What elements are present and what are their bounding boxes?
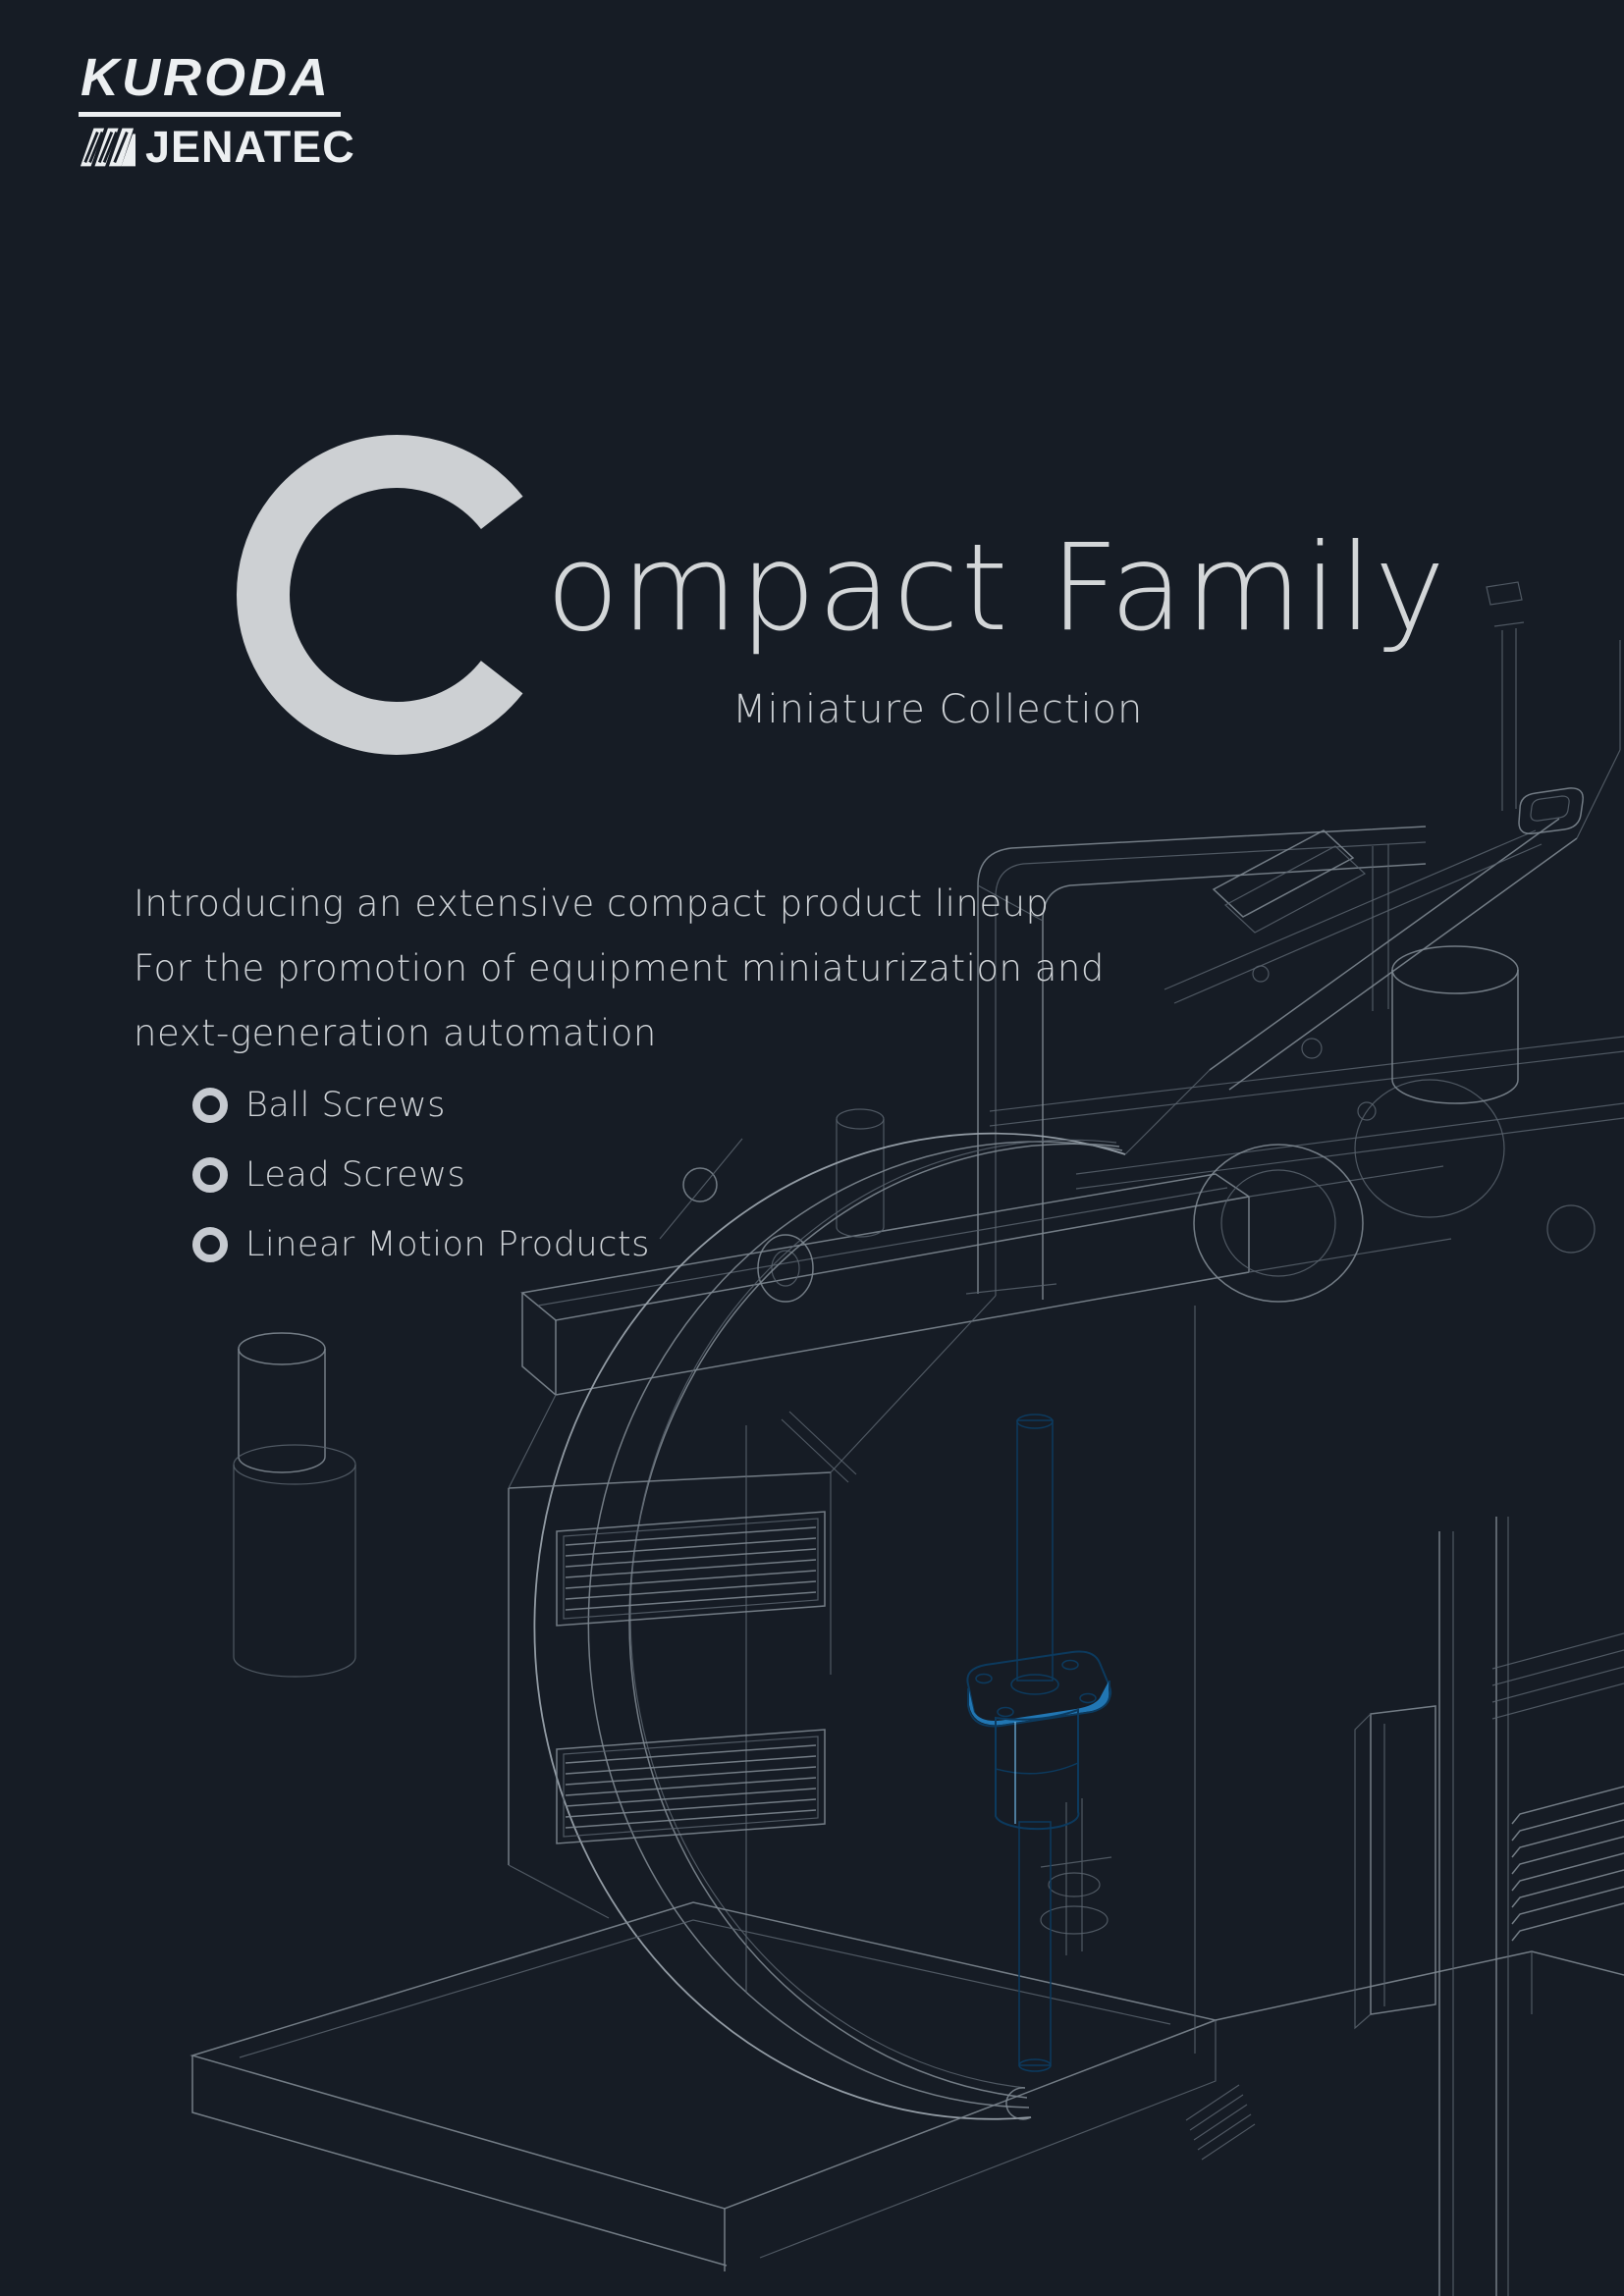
flange-bolt-hole xyxy=(997,1706,1014,1718)
jenatec-wordmark: JENATEC xyxy=(145,122,355,172)
ball-screw-illustration xyxy=(966,1414,1112,2072)
wireframe-beam xyxy=(520,1108,1452,1396)
brand-logo: KURODA JENATEC xyxy=(79,51,355,169)
kuroda-wordmark: KURODA xyxy=(79,51,341,117)
jenatec-hatch-icon xyxy=(80,128,135,166)
ring-bullet-icon xyxy=(192,1157,228,1193)
product-label-lead-screws: Lead Screws xyxy=(245,1155,466,1195)
page-title: ompact Family xyxy=(546,518,1447,658)
wireframe-panel-grilles xyxy=(508,1295,997,1993)
product-label-linear-motion-products: Linear Motion Products xyxy=(245,1225,650,1264)
ball-screw-shaft-top-cap xyxy=(1016,1414,1054,1429)
ball-screw-shaft-bottom-cap xyxy=(1018,2058,1052,2072)
wireframe-left-cylinders xyxy=(233,1332,356,1678)
wireframe-head-mechanism xyxy=(1164,581,1621,1303)
wireframe-screw-surround xyxy=(781,1411,1112,1955)
page-subtitle: Miniature Collection xyxy=(732,687,1144,732)
list-item: Linear Motion Products xyxy=(192,1223,650,1266)
intro-line-2: For the promotion of equipment miniaturi… xyxy=(134,947,1105,989)
intro-paragraph: Introducing an extensive compact product… xyxy=(134,872,1105,1066)
flange-bolt-hole xyxy=(1061,1659,1079,1671)
wireframe-columns-fins xyxy=(1194,1306,1624,2296)
ring-bullet-icon xyxy=(192,1227,228,1262)
list-item: Lead Screws xyxy=(192,1153,650,1197)
product-label-ball-screws: Ball Screws xyxy=(245,1086,446,1125)
intro-line-3: next-generation automation xyxy=(134,1012,657,1054)
title-c-ring xyxy=(237,435,557,755)
flange-bolt-hole xyxy=(975,1673,993,1684)
title-initial-c: C xyxy=(230,426,564,773)
ball-screw-nut-body xyxy=(995,1708,1080,1831)
wireframe-rails xyxy=(989,1036,1624,1190)
wireframe-gantry-frame xyxy=(965,826,1427,1300)
list-item: Ball Screws xyxy=(192,1084,650,1127)
product-list: Ball Screws Lead Screws Linear Motion Pr… xyxy=(192,1084,650,1293)
ring-bullet-icon xyxy=(192,1088,228,1123)
flange-bolt-hole xyxy=(1079,1692,1097,1704)
wireframe-base xyxy=(189,1901,1624,2271)
intro-line-1: Introducing an extensive compact product… xyxy=(134,882,1050,925)
